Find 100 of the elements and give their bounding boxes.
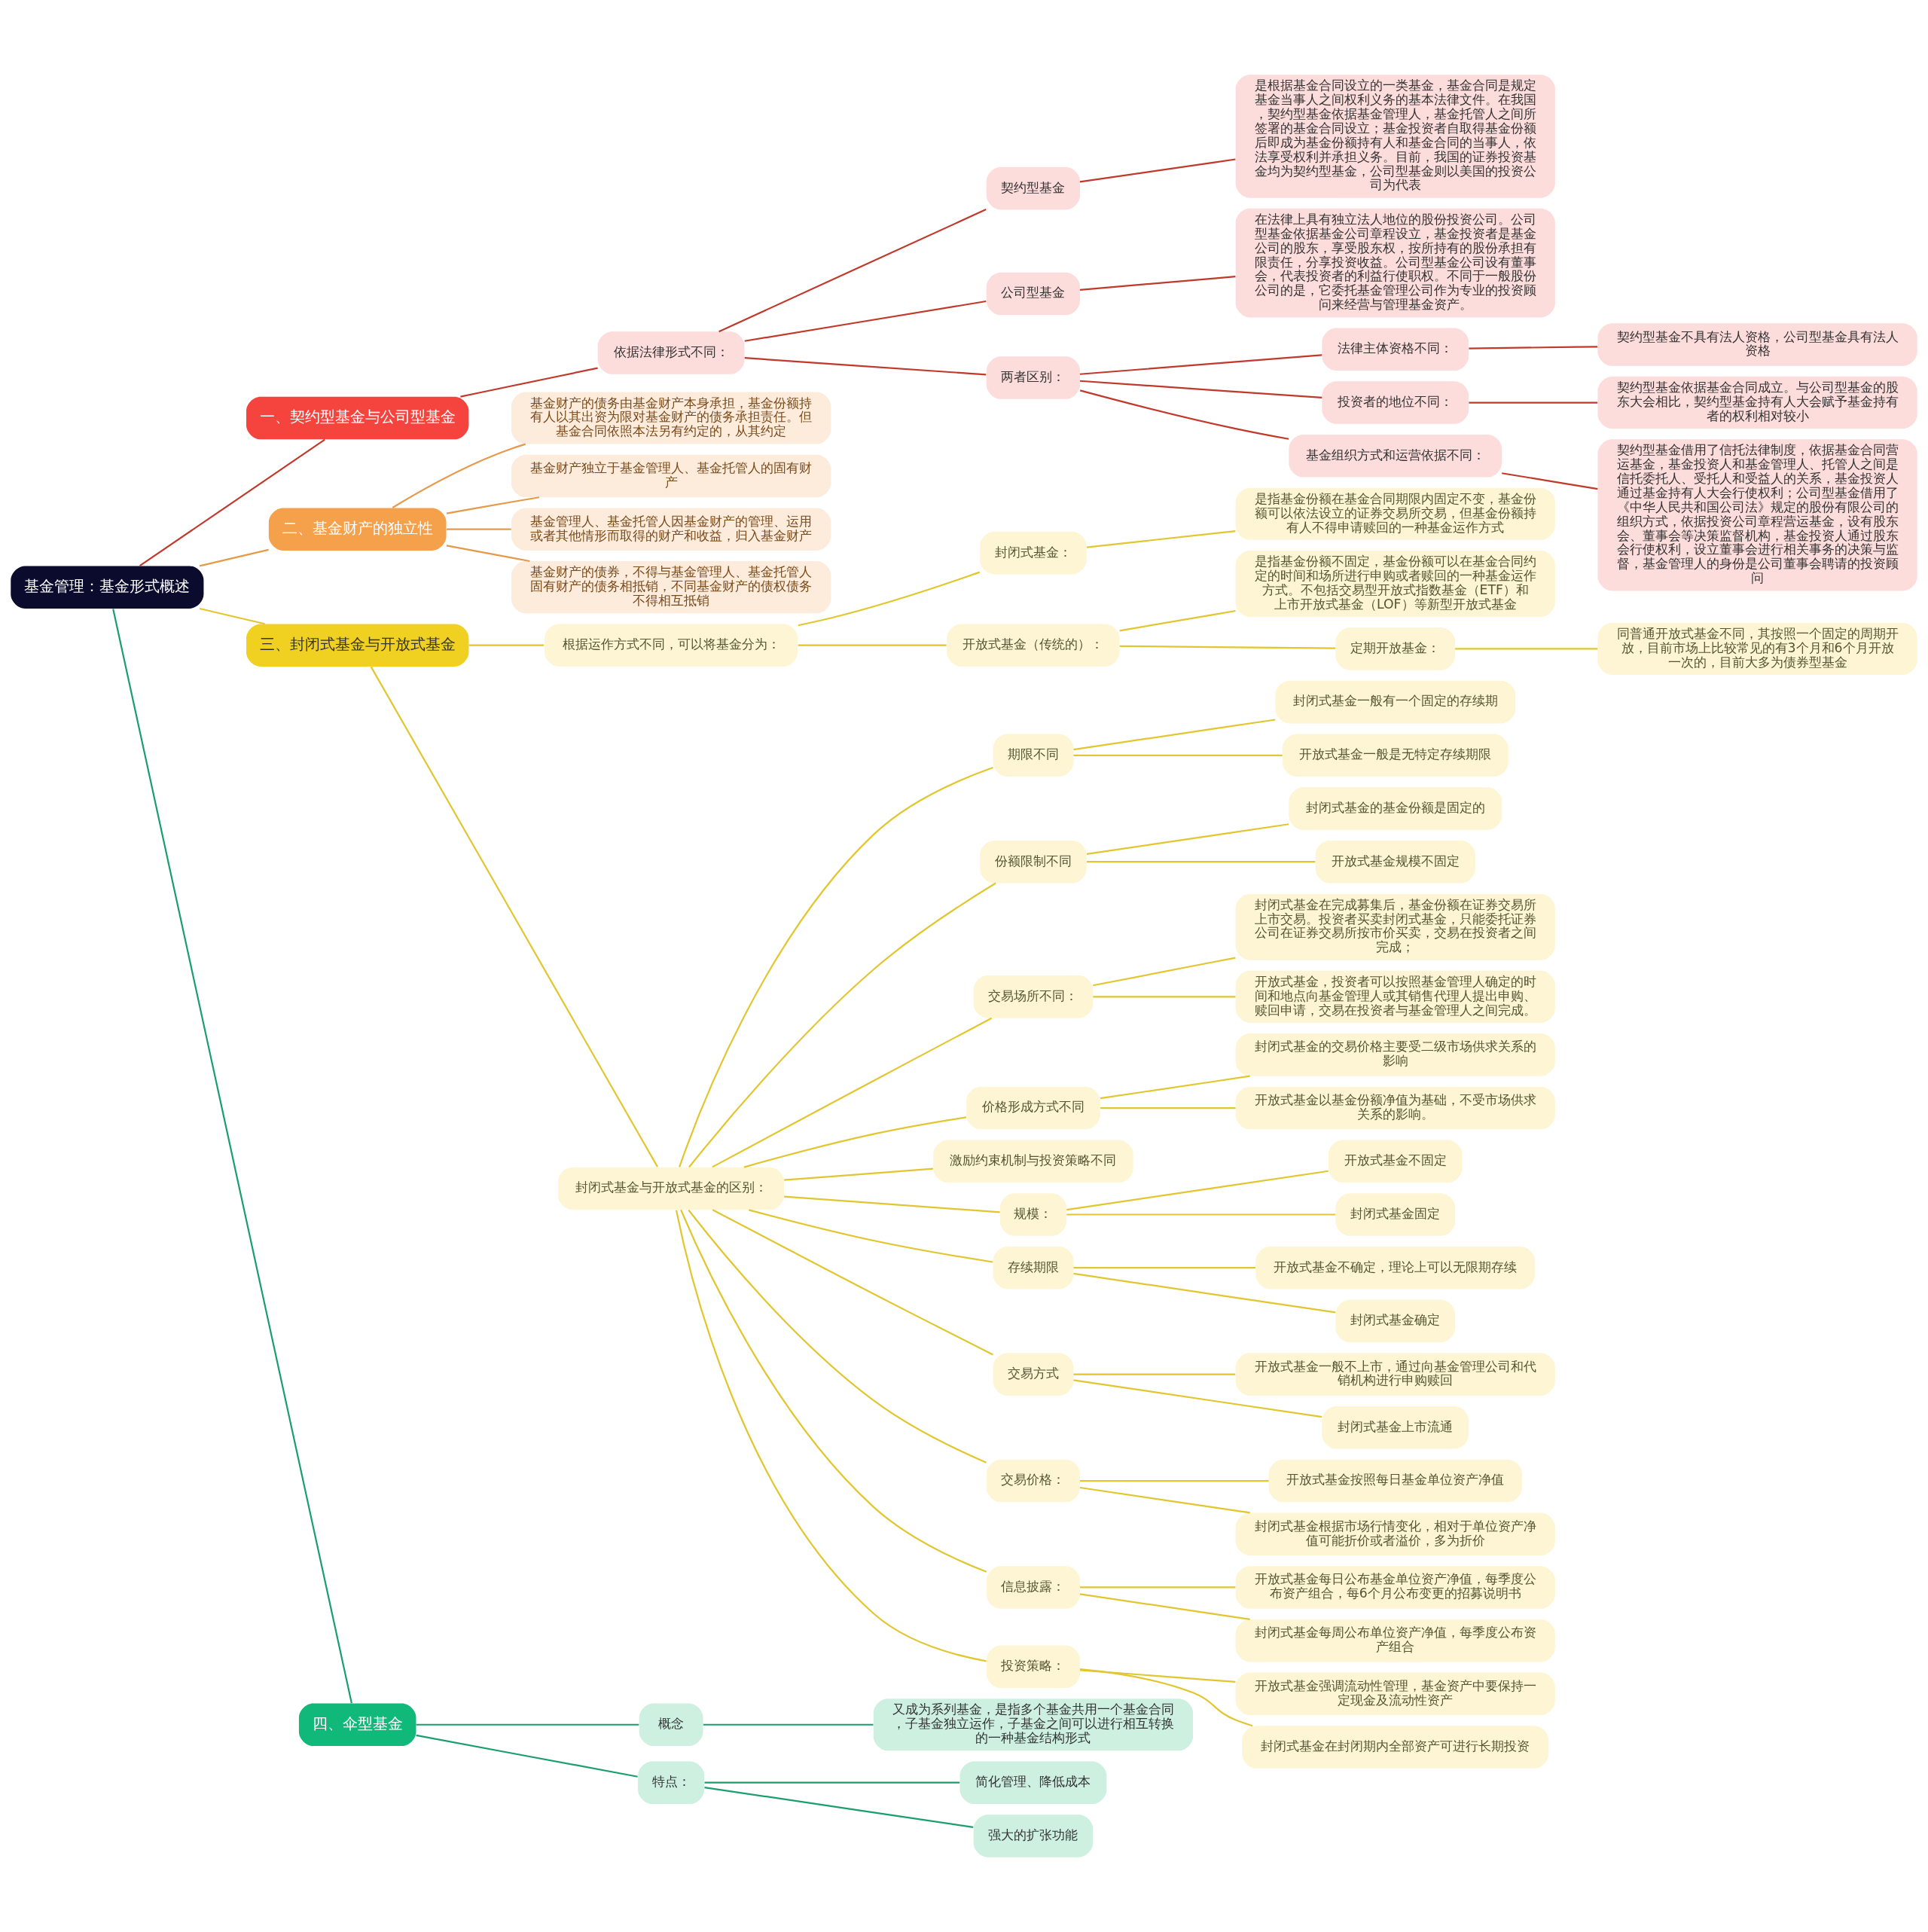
- node-box: 规模：: [999, 1193, 1066, 1236]
- connector: [1079, 1486, 1250, 1514]
- connector: [784, 1195, 1000, 1213]
- node-box: 基金财产独立于基金管理人、基金托管人的固有财产: [511, 454, 831, 498]
- connector: [688, 882, 996, 1168]
- node-box: 封闭式基金在封闭期内全部资产可进行长期投资: [1242, 1726, 1549, 1769]
- connector: [1079, 380, 1322, 399]
- connector: [1079, 354, 1322, 375]
- connector: [416, 1723, 639, 1726]
- node-box: 强大的扩张功能: [973, 1814, 1094, 1857]
- connector: [1100, 1075, 1250, 1100]
- node-box: 特点：: [638, 1761, 705, 1804]
- connector: [1119, 645, 1336, 649]
- connector: [446, 545, 530, 563]
- node-box: 简化管理、降低成本: [959, 1761, 1107, 1804]
- node-box: 封闭式基金：: [980, 531, 1087, 575]
- node-box: 两者区别：: [986, 356, 1080, 399]
- connector: [1119, 609, 1236, 632]
- node-box: 定期开放基金：: [1335, 627, 1456, 670]
- node-box: 开放式基金规模不固定: [1315, 840, 1475, 884]
- node-box: 四、伞型基金: [298, 1703, 416, 1746]
- connector: [1079, 1593, 1250, 1620]
- connector: [1066, 1213, 1336, 1216]
- node-box: 激励约束机制与投资策略不同: [933, 1140, 1133, 1183]
- node-box: 开放式基金每日公布基金单位资产净值，每季度公布资产组合，每6个月公布变更的招募说明书: [1235, 1566, 1555, 1609]
- connector: [703, 1723, 874, 1726]
- connector: [1093, 996, 1236, 998]
- connector: [784, 1167, 933, 1181]
- node-box: 封闭式基金上市流通: [1322, 1406, 1469, 1449]
- connector: [798, 571, 981, 627]
- connector: [1502, 472, 1598, 490]
- connector: [370, 666, 658, 1167]
- connector: [1073, 719, 1276, 751]
- connector: [749, 1209, 993, 1263]
- connector: [743, 1116, 967, 1168]
- connector: [718, 209, 987, 333]
- node-box: 基金财产的债务由基金财产本身承担，基金份额持有人以其出资为限对基金财产的债务承担责任。但基金合同依照本法另有约定的，从其约定: [511, 392, 831, 444]
- connector: [688, 1209, 987, 1463]
- node-box: 契约型基金借用了信托法律制度，依据基金合同营运基金，基金投资人和基金管理人、托管人之间是信托委托人、受托人和受益人的关系，基金投资人通过基金持有人大会行使权利；公司型基金借用了《中华人民共和国公司法》规定的股份有限公司的组织方式，依据投资公司章程营运基金，设有股东会、董事会等决策监督机构，基金投资人通过股东会行使权利，设立董事会进行相关事务的决策与监督，基金管理人的身份是公司董事会聘请的投资顾问: [1597, 439, 1917, 591]
- node-box: 封闭式基金的交易价格主要受二级市场供求关系的影响: [1235, 1033, 1555, 1076]
- connector: [460, 367, 598, 398]
- node-box: 基金财产的债券，不得与基金管理人、基金托管人固有财产的债务相抵销，不同基金财产的债权债务不得相互抵销: [511, 561, 831, 614]
- connector: [712, 1017, 993, 1168]
- node-box: 价格形成方式不同: [966, 1086, 1100, 1130]
- connector: [446, 496, 540, 514]
- node-box: 封闭式基金一般有一个固定的存续期: [1275, 680, 1516, 724]
- node-box: 法律主体资格不同：: [1322, 328, 1469, 371]
- node-box: 在法律上具有独立法人地位的股份投资公司。公司型基金依据基金公司章程设立，基金投资者是基金公司的股东，享受股东权，按所持有的股份承担有限责任，分享投资收益。公司型基金公司设有董事会，代表投资者的利益行使职权。不同于一般股份公司的是，它委托基金管理公司作为专业的投资顾问来经营与管理基金资产。: [1235, 208, 1555, 318]
- node-box: 三、封闭式基金与开放式基金: [246, 624, 469, 667]
- node-box: 开放式基金以基金份额净值为基础，不受市场供求关系的影响。: [1235, 1086, 1555, 1130]
- connector: [1086, 530, 1236, 548]
- node-box: 契约型基金依据基金合同成立。与公司型基金的股东大会相比，契约型基金持有人大会赋予基金持有者的权利相对较小: [1597, 377, 1917, 429]
- node-box: 交易方式: [993, 1353, 1074, 1396]
- node-box: 是根据基金合同设立的一类基金，基金合同是规定基金当事人之间权利义务的基本法律文件。在我国，契约型基金依据基金管理人，基金托管人之间所签署的基金合同设立；基金投资者自取得基金份额后即成为基金份额持有人和基金合同的当事人，依法享受权利并承担义务。目前，我国的证券投资基金均为契约型基金，公司型基金则以美国的投资公司为代表: [1235, 75, 1555, 198]
- node-box: 封闭式基金与开放式基金的区别：: [558, 1167, 785, 1210]
- node-box: 份额限制不同: [980, 840, 1087, 884]
- connector: [1079, 158, 1236, 183]
- node-box: 公司型基金: [986, 272, 1080, 316]
- connector: [1066, 1170, 1329, 1211]
- node-box: 契约型基金: [986, 166, 1080, 210]
- node-box: 期限不同: [993, 734, 1074, 777]
- node-box: 开放式基金不确定，理论上可以无限期存续: [1255, 1246, 1536, 1290]
- node-box: 同普通开放式基金不同，其按照一个固定的周期开放，目前市场上比较常见的有3个月和6个月开放一次的，目前大多为债券型基金: [1597, 622, 1917, 675]
- connector: [1086, 823, 1289, 856]
- connector: [416, 1734, 638, 1778]
- node-box: 又成为系列基金，是指多个基金共用一个基金合同，子基金独立运作，子基金之间可以进行相互转换的一种基金结构形式: [873, 1699, 1194, 1751]
- connector: [199, 607, 265, 625]
- node-box: 存续期限: [993, 1246, 1074, 1290]
- connector: [139, 438, 325, 567]
- connector: [1469, 401, 1598, 404]
- connector: [447, 528, 511, 530]
- node-box: 二、基金财产的独立性: [268, 508, 447, 551]
- connector: [1073, 1272, 1336, 1314]
- node-box: 投资者的地位不同：: [1322, 381, 1469, 424]
- connector: [1086, 861, 1316, 863]
- connector: [712, 1209, 993, 1356]
- node-box: 开放式基金一般是无特定存续期限: [1282, 734, 1509, 777]
- node-box: 开放式基金不固定: [1328, 1140, 1463, 1183]
- connector: [704, 1781, 960, 1784]
- node-box: 信息披露：: [986, 1566, 1080, 1609]
- node-box: 封闭式基金在完成募集后，基金份额在证券交易所上市交易。投资者买卖封闭式基金，只能委托证券公司在证券交易所按市价买卖，交易在投资者之间完成；: [1235, 893, 1555, 960]
- connector: [744, 357, 987, 376]
- node-box: 开放式基金，投资者可以按照基金管理人确定的时间和地点向基金管理人或其销售代理人提出申购、赎回申请，交易在投资者与基金管理人之间完成。: [1235, 970, 1555, 1023]
- node-box: 交易价格：: [986, 1459, 1080, 1503]
- connector: [199, 548, 269, 567]
- node-box: 概念: [639, 1703, 703, 1746]
- node-box: 是指基金份额不固定，基金份额可以在基金合同约定的时间和场所进行申购或者赎回的一种基金运作方式。不包括交易型开放式指数基金（ETF）和上市开放式基金（LOF）等新型开放式基金: [1235, 550, 1555, 617]
- node-box: 根据运作方式不同，可以将基金分为：: [544, 624, 798, 667]
- connector: [1073, 1267, 1255, 1269]
- node-box: 开放式基金（传统的）：: [947, 624, 1120, 667]
- connector: [1073, 754, 1283, 756]
- node-box: 封闭式基金确定: [1335, 1299, 1456, 1343]
- node-box: 基金管理人、基金托管人因基金财产的管理、运用或者其他情形而取得的财产和收益，归入基金财产: [511, 508, 831, 551]
- node-box: 是指基金份额在基金合同期限内固定不变，基金份额可以依法设立的证券交易所交易，但基金份额持有人不得申请赎回的一种基金运作方式: [1235, 487, 1555, 540]
- connector: [704, 1786, 974, 1828]
- connector: [679, 766, 993, 1167]
- node-box: 封闭式基金的基金份额是固定的: [1289, 787, 1502, 830]
- connector: [1093, 957, 1236, 987]
- connector: [680, 1209, 987, 1573]
- connector: [1079, 389, 1289, 440]
